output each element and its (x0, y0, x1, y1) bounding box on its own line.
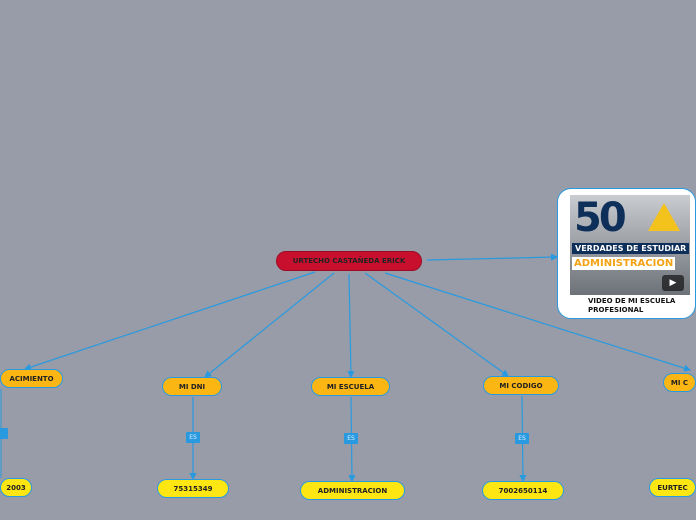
topic-escuela[interactable]: MI ESCUELA (311, 377, 390, 396)
value-dni[interactable]: 75315349 (157, 479, 229, 498)
thumb-number: 50 (574, 195, 627, 241)
topic-label: MI DNI (178, 382, 206, 391)
topic-partial[interactable]: MI C (663, 373, 696, 392)
topic-dni[interactable]: MI DNI (162, 377, 222, 396)
topic-label: MI ESCUELA (326, 382, 375, 391)
topic-label: MI C (670, 378, 689, 387)
value-year[interactable]: 2003 (0, 478, 32, 497)
relation-label (0, 428, 8, 439)
value-label: 2003 (6, 483, 26, 492)
topic-nacimiento[interactable]: ACIMIENTO (0, 369, 63, 388)
video-thumbnail[interactable]: 50 VERDADES DE ESTUDIAR ADMINISTRACION ▶ (570, 195, 690, 295)
connector (23, 271, 316, 371)
thumb-line1: VERDADES DE ESTUDIAR (572, 243, 690, 254)
video-caption: VIDEO DE MI ESCUELA PROFESIONAL (588, 297, 676, 314)
central-topic[interactable]: URTECHO CASTAÑEDA ERICK (276, 251, 422, 271)
connector (384, 272, 692, 372)
relation-label: ES (344, 433, 358, 444)
connector (426, 253, 559, 261)
relation-label: ES (186, 432, 200, 443)
value-label: 7002650114 (498, 486, 548, 495)
value-partial[interactable]: EURTEC (649, 478, 696, 497)
topic-codigo[interactable]: MI CODIGO (483, 376, 559, 395)
video-card[interactable]: 50 VERDADES DE ESTUDIAR ADMINISTRACION ▶… (557, 188, 696, 319)
play-icon[interactable]: ▶ (662, 275, 684, 291)
relation-label: ES (515, 433, 529, 444)
connector (204, 272, 335, 378)
central-topic-label: URTECHO CASTAÑEDA ERICK (292, 257, 406, 265)
value-escuela[interactable]: ADMINISTRACION (300, 481, 405, 500)
connector (347, 273, 355, 379)
topic-label: MI CODIGO (499, 381, 543, 390)
thumb-line2: ADMINISTRACION (572, 257, 676, 270)
topic-label: ACIMIENTO (9, 374, 54, 383)
value-codigo[interactable]: 7002650114 (482, 481, 564, 500)
value-label: 75315349 (173, 484, 213, 493)
warning-icon (648, 203, 680, 231)
connector (364, 272, 509, 377)
value-label: EURTEC (657, 483, 688, 492)
value-label: ADMINISTRACION (317, 486, 388, 495)
